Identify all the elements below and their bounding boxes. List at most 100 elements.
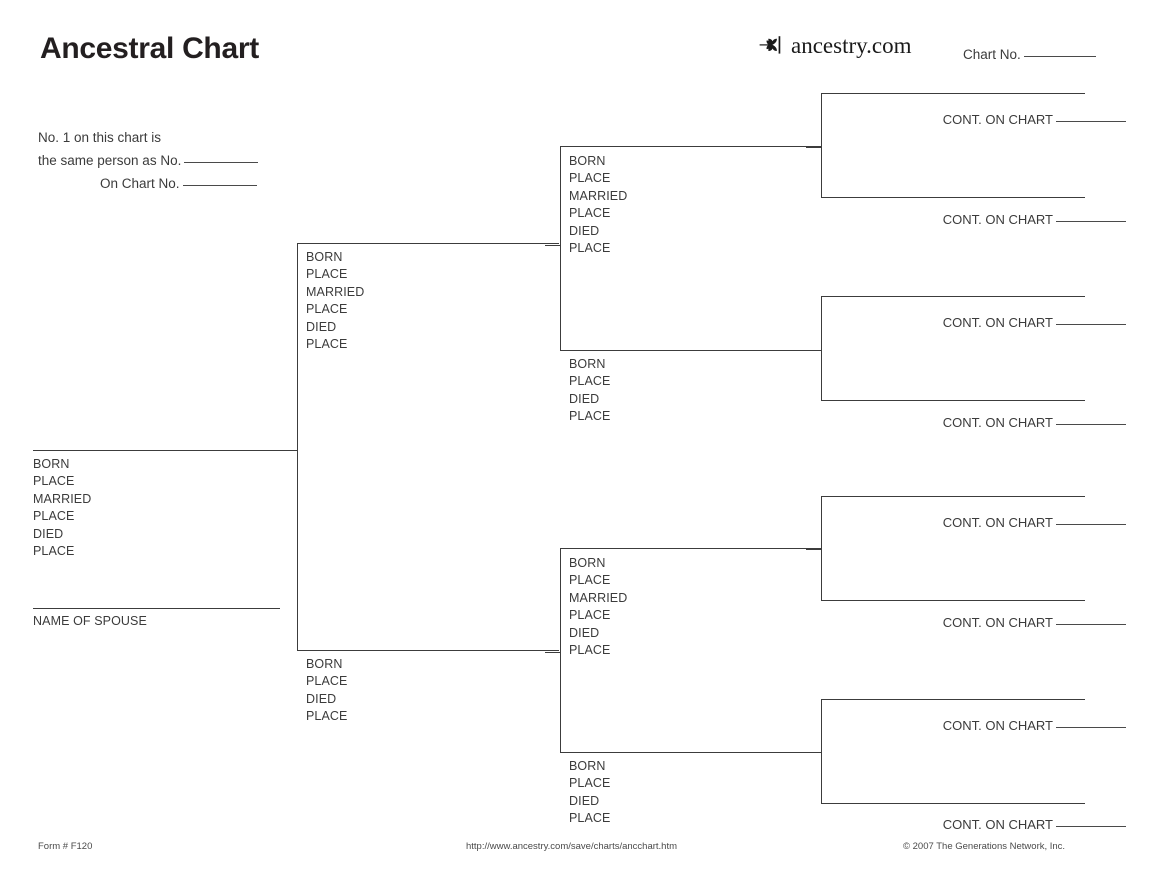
gen4-bracket-a-connector — [806, 147, 822, 148]
gen2-spine — [297, 243, 298, 650]
gen4-bracket-d-connector — [806, 752, 822, 753]
gen4-person3-cont-label: CONT. ON CHART — [942, 315, 1053, 330]
person1-field-died: DIED — [33, 526, 64, 541]
chart-number-label: Chart No. — [963, 47, 1021, 62]
gen2-mother-field-place2: PLACE — [306, 709, 348, 724]
gen4-bracket-b-connector — [806, 350, 822, 351]
person1-field-place1: PLACE — [33, 474, 75, 489]
gen3-pgf-field-place3: PLACE — [569, 241, 611, 256]
chart-number-blank[interactable] — [1023, 45, 1096, 57]
spouse-caption: NAME OF SPOUSE — [33, 614, 147, 628]
gen3-mgf-name-line[interactable] — [560, 548, 822, 549]
gen3-pgf-field-married: MARRIED — [569, 188, 628, 203]
spouse-name-line[interactable] — [33, 608, 280, 609]
gen4-bracket-d-spine — [821, 699, 822, 803]
gen2-mother-fields: BORN PLACE DIED PLACE — [306, 656, 348, 726]
gen2-father-field-born: BORN — [306, 250, 343, 264]
gen4-person6-cont-blank[interactable] — [1056, 613, 1126, 625]
same-person-line-1: No. 1 on this chart is — [38, 130, 162, 145]
gen4-person7-cont[interactable]: CONT. ON CHART — [880, 716, 1126, 733]
gen3-pgm-field-born: BORN — [569, 357, 606, 371]
gen4-person6-cont-label: CONT. ON CHART — [942, 615, 1053, 630]
same-person-line-2[interactable]: the same person as No. — [38, 149, 259, 172]
on-chart-label: On Chart No. — [100, 176, 180, 191]
gen2-mother-field-born: BORN — [306, 657, 343, 671]
gen3-pgf-fields: BORN PLACE MARRIED PLACE DIED PLACE — [569, 153, 627, 257]
footer-form-number: Form # F120 — [38, 841, 93, 852]
gen4-person6-cont[interactable]: CONT. ON CHART — [880, 613, 1126, 630]
gen4-person5-cont-blank[interactable] — [1056, 513, 1126, 525]
gen3-mgf-fields: BORN PLACE MARRIED PLACE DIED PLACE — [569, 555, 627, 659]
gen2-father-fields: BORN PLACE MARRIED PLACE DIED PLACE — [306, 249, 364, 353]
person1-name-line[interactable] — [33, 450, 297, 451]
gen4-person7-cont-blank[interactable] — [1056, 716, 1126, 728]
gen4-bracket-a-spine — [821, 93, 822, 197]
gen3-pgf-name-line[interactable] — [560, 146, 822, 147]
gen2-mother-name-line[interactable] — [297, 650, 559, 651]
gen3-mgf-field-born: BORN — [569, 556, 606, 570]
gen3-mgf-field-place3: PLACE — [569, 643, 611, 658]
gen3-mgm-field-died: DIED — [569, 793, 600, 808]
gen2-father-field-married: MARRIED — [306, 284, 365, 299]
gen4-person4-cont-label: CONT. ON CHART — [942, 415, 1053, 430]
gen3-mgm-fields: BORN PLACE DIED PLACE — [569, 758, 611, 828]
gen4-person8-cont-blank[interactable] — [1056, 815, 1126, 827]
gen4-person2-cont-label: CONT. ON CHART — [942, 212, 1053, 227]
gen4-person4-name-line[interactable] — [821, 400, 1085, 401]
person1-field-place2: PLACE — [33, 509, 75, 524]
gen2-connector — [280, 450, 298, 451]
gen4-person3-cont-blank[interactable] — [1056, 313, 1126, 325]
gen4-person2-cont[interactable]: CONT. ON CHART — [880, 210, 1126, 227]
gen4-person2-cont-blank[interactable] — [1056, 210, 1126, 222]
gen3-pgm-field-died: DIED — [569, 391, 600, 406]
gen4-person1-cont-label: CONT. ON CHART — [942, 112, 1053, 127]
on-chart-note[interactable]: On Chart No. — [100, 174, 257, 191]
gen2-father-name-line[interactable] — [297, 243, 559, 244]
ancestry-brand: ancestry.com — [758, 31, 911, 59]
person1-fields: BORN PLACE MARRIED PLACE DIED PLACE — [33, 456, 91, 560]
gen3-upper-connector — [545, 245, 561, 246]
same-person-blank[interactable] — [184, 151, 259, 163]
gen4-person8-cont-label: CONT. ON CHART — [942, 817, 1053, 832]
gen3-mgf-field-died: DIED — [569, 625, 600, 640]
gen2-father-field-died: DIED — [306, 319, 337, 334]
gen3-mgm-field-place1: PLACE — [569, 776, 611, 791]
gen3-pgm-fields: BORN PLACE DIED PLACE — [569, 356, 611, 426]
gen4-person8-name-line[interactable] — [821, 803, 1085, 804]
gen4-person1-cont[interactable]: CONT. ON CHART — [880, 110, 1126, 127]
gen4-person1-name-line[interactable] — [821, 93, 1085, 94]
ancestry-leaf-logo — [758, 33, 788, 57]
gen4-person5-name-line[interactable] — [821, 496, 1085, 497]
gen4-person8-cont[interactable]: CONT. ON CHART — [880, 815, 1126, 832]
gen3-lower-connector — [545, 652, 561, 653]
gen4-person7-name-line[interactable] — [821, 699, 1085, 700]
gen3-mgf-field-married: MARRIED — [569, 590, 628, 605]
chart-number-field[interactable]: Chart No. — [963, 45, 1096, 62]
gen2-mother-field-died: DIED — [306, 691, 337, 706]
gen4-bracket-c-spine — [821, 496, 822, 600]
gen4-person6-name-line[interactable] — [821, 600, 1085, 601]
page-title: Ancestral Chart — [40, 32, 259, 65]
gen4-person1-cont-blank[interactable] — [1056, 110, 1126, 122]
gen4-person5-cont[interactable]: CONT. ON CHART — [880, 513, 1126, 530]
gen4-person7-cont-label: CONT. ON CHART — [942, 718, 1053, 733]
on-chart-blank[interactable] — [182, 174, 257, 186]
gen3-pgm-name-line[interactable] — [560, 350, 822, 351]
gen3-mgm-name-line[interactable] — [560, 752, 822, 753]
same-person-label: the same person as No. — [38, 153, 182, 168]
gen3-pgf-field-place1: PLACE — [569, 171, 611, 186]
person1-field-place3: PLACE — [33, 544, 75, 559]
gen3-lower-spine — [560, 548, 561, 752]
gen4-person4-cont-blank[interactable] — [1056, 413, 1126, 425]
gen4-bracket-b-spine — [821, 296, 822, 400]
person1-field-married: MARRIED — [33, 491, 92, 506]
gen4-person2-name-line[interactable] — [821, 197, 1085, 198]
gen4-person3-cont[interactable]: CONT. ON CHART — [880, 313, 1126, 330]
gen4-person4-cont[interactable]: CONT. ON CHART — [880, 413, 1126, 430]
gen4-person3-name-line[interactable] — [821, 296, 1085, 297]
same-person-note: No. 1 on this chart is the same person a… — [38, 126, 259, 172]
gen2-father-field-place2: PLACE — [306, 302, 348, 317]
footer-url[interactable]: http://www.ancestry.com/save/charts/ancc… — [466, 841, 678, 852]
gen3-pgm-field-place1: PLACE — [569, 374, 611, 389]
